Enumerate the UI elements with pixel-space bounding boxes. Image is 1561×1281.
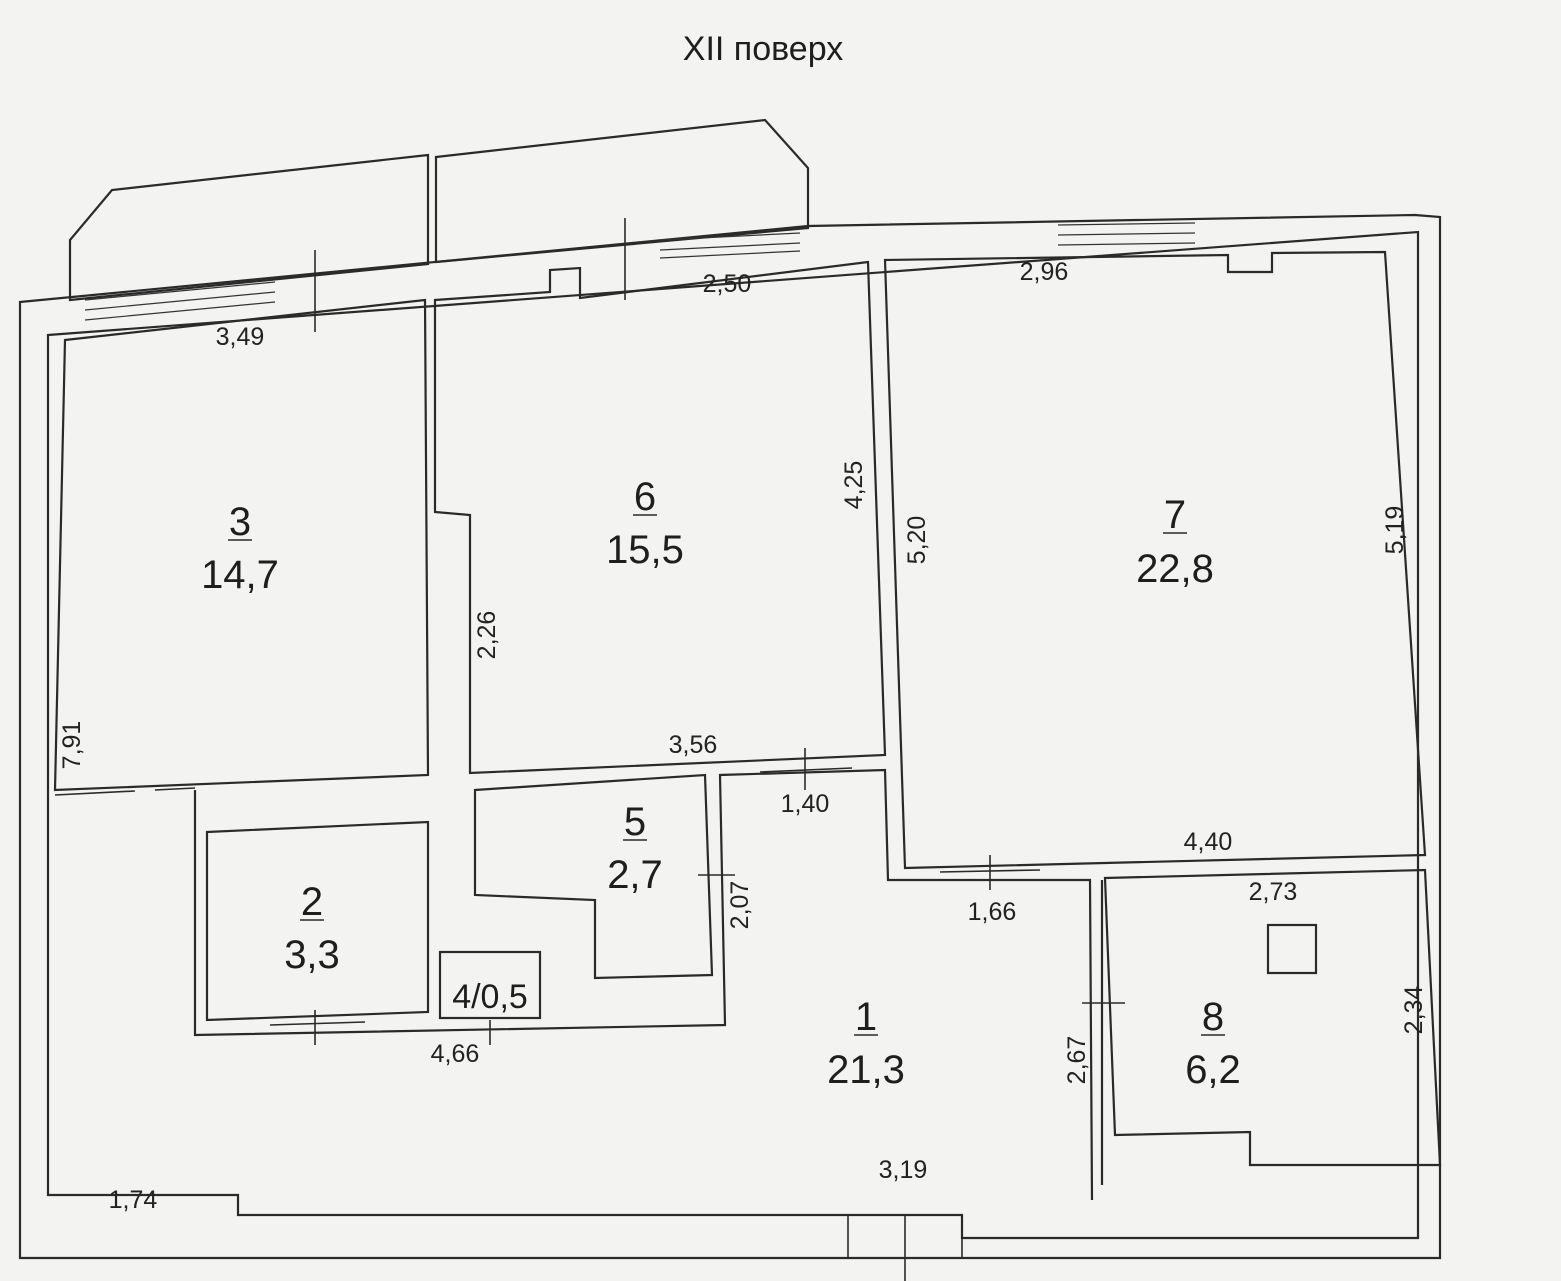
shaft [1266,923,1318,975]
outer-wall [18,213,1442,1260]
room-label-3: 3 14,7 [201,500,279,597]
dim-bottom-mid: 3,19 [879,1156,928,1184]
window-room6 [659,232,801,259]
dim-room2-bottom: 4,66 [431,1040,480,1068]
dim-room5-right: 2,07 [726,881,754,930]
room-2 [205,820,430,1022]
dim-room8-right: 2,34 [1400,986,1428,1035]
dim-room6-right: 4,25 [840,461,868,510]
dim-room7-right: 5,19 [1381,506,1409,555]
floor-title: XII поверх [683,30,843,68]
window-room7 [1057,222,1196,246]
window-room3 [84,281,276,321]
room-4 [438,950,542,1020]
room-number: 6 [634,475,656,519]
room-3-open-boundary [54,787,196,796]
room-area: 6,2 [1185,1048,1241,1092]
room-label-5: 5 2,7 [607,800,663,897]
room-label-2: 2 3,3 [284,880,340,977]
balcony-left [68,153,430,302]
room-5 [473,773,714,980]
dim-room3-top: 3,49 [216,323,265,351]
room-number: 5 [624,800,646,844]
room-label-6: 6 15,5 [606,475,684,572]
room-area: 15,5 [606,528,684,572]
room-label-8: 8 6,2 [1185,995,1241,1092]
room-number: 2 [301,880,323,924]
room-area: 3,3 [284,933,340,977]
dim-room7-top: 2,96 [1020,258,1069,286]
room-area: 2,7 [607,853,663,897]
room-number: 3 [229,500,251,544]
room-number: 7 [1164,493,1186,537]
room-7 [883,250,1427,870]
room-area: 21,3 [827,1048,905,1092]
dim-room6-top: 2,50 [703,270,752,298]
room-8 [1103,868,1442,1167]
room-area: 22,8 [1136,547,1214,591]
dim-room7-left: 5,20 [903,516,931,565]
room-label-1: 1 21,3 [827,995,905,1092]
dim-left-wall: 7,91 [58,721,86,770]
dim-corridor-left: 2,26 [473,611,501,660]
balcony-right [434,118,810,264]
room-number: 1 [855,995,877,1039]
dim-bottom-left: 1,74 [109,1186,158,1214]
dim-room8-left: 2,67 [1063,1036,1091,1085]
dim-room7-bottom: 4,40 [1184,828,1233,856]
corridor-wall [193,768,1094,1201]
dim-room1-top: 1,40 [781,790,830,818]
dim-room6-bottom: 3,56 [669,731,718,759]
room-area: 14,7 [201,553,279,597]
room-label-7: 7 22,8 [1136,493,1214,591]
room-label-4: 4/0,5 [452,978,528,1016]
room-number: 8 [1202,995,1224,1039]
dim-room8-top: 2,73 [1249,878,1298,906]
room-6 [433,260,887,775]
room-3 [53,298,430,792]
dim-room1-mid: 1,66 [968,898,1017,926]
